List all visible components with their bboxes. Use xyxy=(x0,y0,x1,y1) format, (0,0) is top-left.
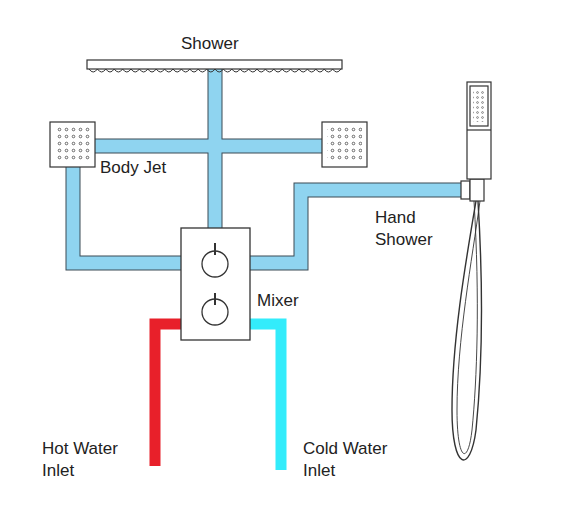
inlet-label: Cold Water Inlet xyxy=(303,438,403,482)
hot-inlet-pipe xyxy=(155,324,183,466)
mixer-valve xyxy=(181,228,250,340)
body-jet-left xyxy=(50,122,95,167)
cold-inlet-pipe xyxy=(248,324,281,470)
part-label: Mixer xyxy=(257,290,337,312)
shower-head xyxy=(87,60,342,69)
part-label: Hand Shower xyxy=(375,207,447,251)
body-jet-right xyxy=(322,122,367,167)
shower-nozzles xyxy=(89,69,341,72)
pipe-outlines xyxy=(73,68,464,263)
part-label: Body Jet xyxy=(100,157,200,179)
hand-shower xyxy=(452,82,491,460)
inlet-label: Hot Water Inlet xyxy=(42,438,138,482)
part-label: Shower xyxy=(181,33,271,55)
